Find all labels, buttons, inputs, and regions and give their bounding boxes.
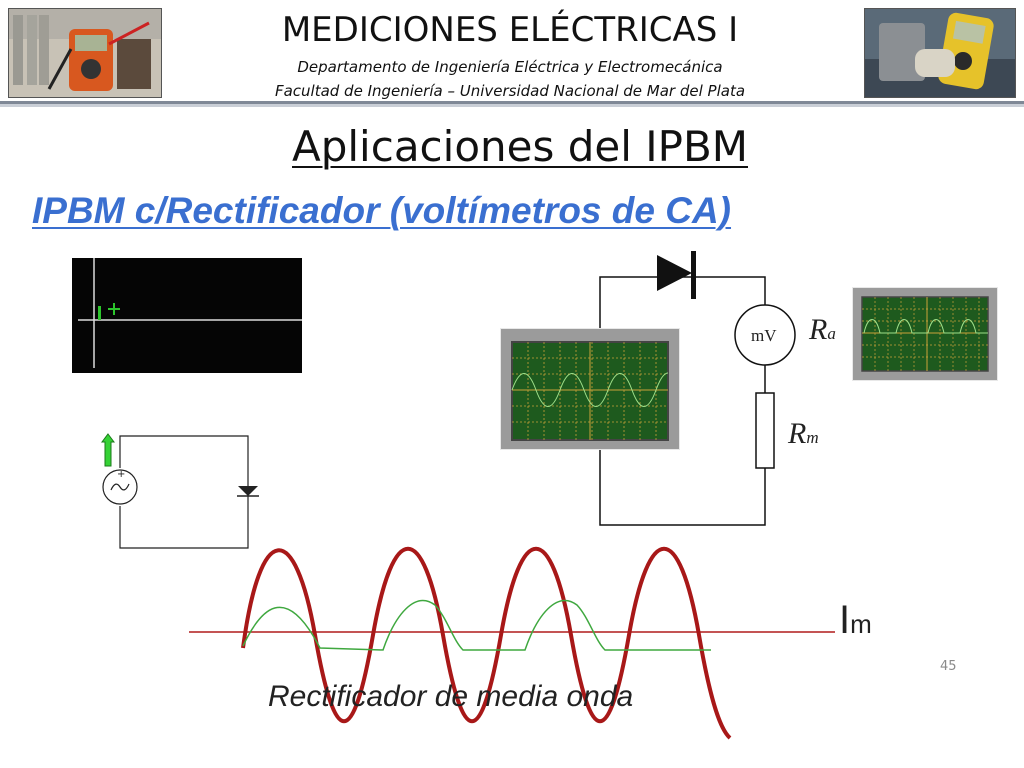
header-divider-shadow xyxy=(0,104,1024,107)
department-line: Departamento de Ingeniería Eléctrica y E… xyxy=(297,58,723,76)
oscilloscope-half-wave xyxy=(852,287,998,381)
resistor-rm-icon xyxy=(755,392,775,469)
source-diode-circuit: + xyxy=(101,433,259,549)
waveform-caption: Rectificador de media onda xyxy=(268,680,634,713)
ac-source-icon: + xyxy=(102,469,138,505)
input-sine xyxy=(241,547,732,740)
resistor-rm-label: Rm xyxy=(788,417,819,450)
header-divider xyxy=(0,101,1024,104)
header-photo-multimeter-left xyxy=(8,8,162,98)
slide-subtitle: IPBM c/Rectificador (voltímetros de CA) xyxy=(32,190,732,231)
resistor-ra-label: Ra xyxy=(809,313,836,346)
oscilloscope-sine xyxy=(500,328,680,450)
main-circuit xyxy=(599,251,796,526)
diode-icon xyxy=(657,251,696,299)
current-label: Im xyxy=(839,598,872,642)
rectified-current xyxy=(242,599,711,651)
svg-text:+: + xyxy=(117,469,125,480)
crosshair-plus-icon xyxy=(108,303,120,315)
course-title: MEDICIONES ELÉCTRICAS I xyxy=(281,10,739,50)
rectifier-waveform xyxy=(189,547,835,740)
faculty-line: Facultad de Ingeniería – Universidad Nac… xyxy=(274,82,746,100)
slide-title: Aplicaciones del IPBM xyxy=(292,122,748,171)
black-scope-panel xyxy=(72,258,302,373)
page-number: 45 xyxy=(940,659,957,674)
meter-label: mV xyxy=(751,326,777,345)
green-up-arrow-icon xyxy=(101,433,115,467)
millivoltmeter-icon xyxy=(734,304,796,366)
header-photo-multimeter-right xyxy=(864,8,1016,98)
diode-small-icon xyxy=(237,486,259,497)
